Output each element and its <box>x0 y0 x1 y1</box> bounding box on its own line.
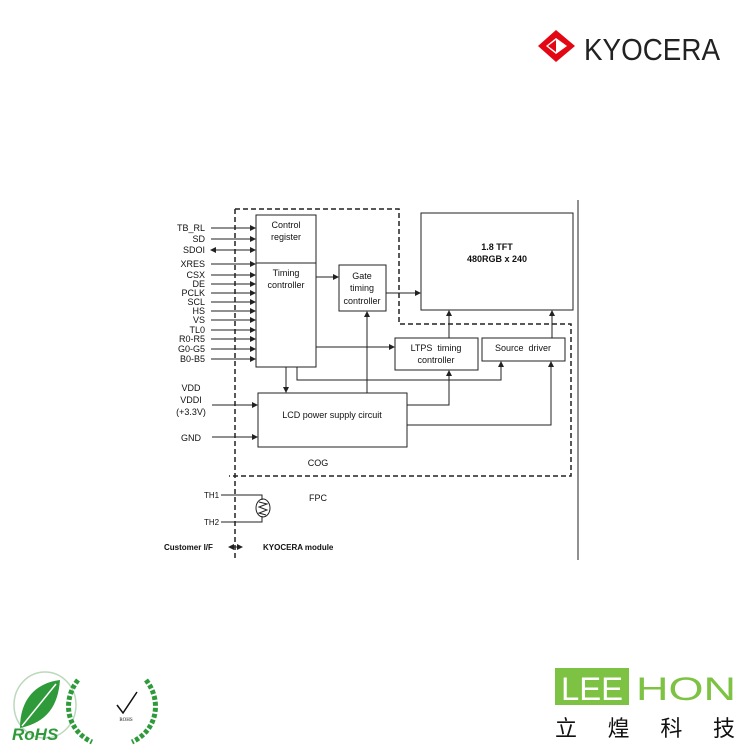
tft-panel-block <box>420 212 574 311</box>
lcd-power-supply-block <box>257 392 408 448</box>
gate-label-3: controller <box>343 296 380 306</box>
th1-label: TH1 <box>204 491 220 500</box>
ltps-label-1: LTPS timing <box>411 343 462 353</box>
control-timing-block <box>255 214 317 368</box>
signal-label: SDOI <box>183 245 205 255</box>
vddi-label: VDDI <box>180 395 202 405</box>
tft-label-1: 1.8 TFT <box>481 242 513 252</box>
voltage-label: (+3.3V) <box>176 407 206 417</box>
leehon-hon-text: HON <box>636 671 736 707</box>
checkmark-icon <box>116 691 138 715</box>
signal-label: PCLK <box>181 288 205 298</box>
control-register-label-1: Control <box>271 220 300 230</box>
signal-label: HS <box>192 306 205 316</box>
cog-boundary <box>229 208 572 477</box>
connections <box>212 274 555 440</box>
power-supply-label: LCD power supply circuit <box>282 410 382 420</box>
thermistor-icon <box>221 494 271 523</box>
th2-label: TH2 <box>204 518 220 527</box>
control-register-label-2: register <box>271 232 301 242</box>
gnd-label: GND <box>181 433 202 443</box>
signal-label: XRES <box>180 259 205 269</box>
source-driver-label: Source driver <box>495 343 551 353</box>
vdd-label: VDD <box>181 383 201 393</box>
gate-timing-controller-block <box>338 264 387 312</box>
gate-label-1: Gate <box>352 271 372 281</box>
kyocera-wordmark: KYOCERA <box>584 32 720 67</box>
timing-controller-label-2: controller <box>267 280 304 290</box>
cog-label: COG <box>308 458 329 468</box>
kyocera-emblem-icon <box>538 30 575 62</box>
signal-label: G0-G5 <box>178 344 205 354</box>
ltps-timing-controller-block <box>394 337 479 371</box>
kyocera-logo: KYOCERA <box>538 30 720 67</box>
signal-label: B0-B5 <box>180 354 205 364</box>
rohs-leaf-text: RoHS <box>12 725 59 744</box>
signal-label: TL0 <box>189 325 205 335</box>
leehon-chinese-text: 立煌科技 <box>555 717 735 742</box>
signal-label: R0-R5 <box>179 334 205 344</box>
ltps-label-2: controller <box>417 355 454 365</box>
rohs-laurel-logo: ROHS <box>66 678 158 745</box>
tft-label-2: 480RGB x 240 <box>467 254 527 264</box>
signal-label: VS <box>193 315 205 325</box>
signal-label: DE <box>192 279 205 289</box>
signal-label: CSX <box>186 270 205 280</box>
signal-label: SD <box>192 234 205 244</box>
timing-controller-label-1: Timing <box>273 268 300 278</box>
leehon-logo: LEE HON 立煌科技 <box>555 668 736 742</box>
rohs-leaf-logo: RoHS <box>12 671 77 744</box>
fpc-label: FPC <box>309 493 328 503</box>
customer-if-label: Customer I/F <box>164 543 213 552</box>
rohs-laurel-text: ROHS <box>119 718 133 723</box>
gate-label-2: timing <box>350 283 374 293</box>
signal-label: TB_RL <box>177 223 205 233</box>
leehon-lee-text: LEE <box>561 671 623 707</box>
source-driver-block <box>481 337 566 362</box>
kyocera-module-label: KYOCERA module <box>263 543 334 552</box>
signal-label: SCL <box>187 297 205 307</box>
